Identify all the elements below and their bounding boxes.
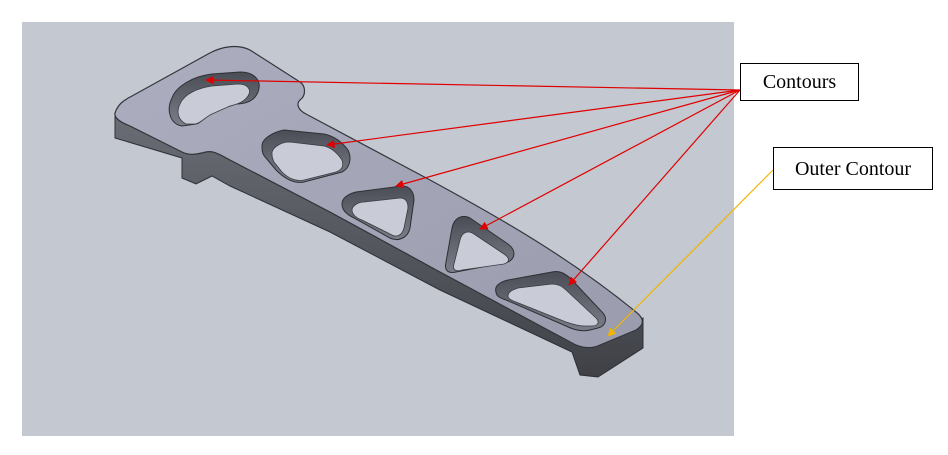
outer-contour-arrow — [607, 169, 774, 337]
contour-hole-3 — [341, 185, 415, 241]
contour-hole-4 — [445, 215, 515, 273]
contour-leader-lines — [205, 75, 741, 286]
contour-hole-1 — [168, 71, 260, 127]
contour-arrow-2 — [326, 89, 741, 149]
contour-arrow-5 — [568, 89, 741, 286]
contour-arrow-4 — [479, 89, 741, 230]
contour-arrow-1 — [205, 75, 741, 91]
outer-contour-label: Outer Contour — [773, 147, 933, 190]
contour-arrow-3 — [395, 89, 741, 189]
contours-label: Contours — [740, 63, 859, 101]
contour-hole-5 — [495, 271, 606, 332]
